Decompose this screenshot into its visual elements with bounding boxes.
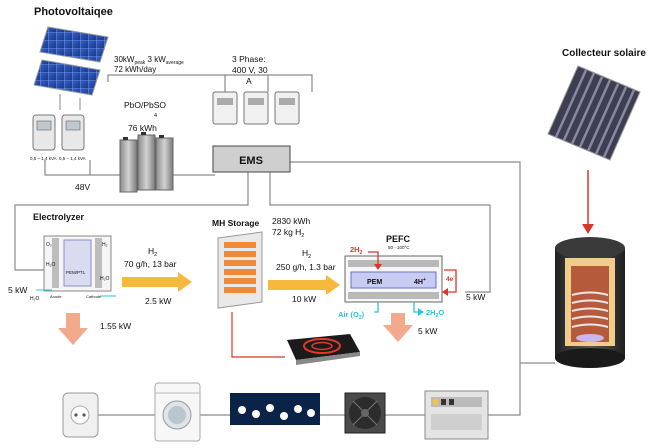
pv-power-note: 30kWpeak 3 kWaverage <box>114 55 184 66</box>
pefc-title: PEFC <box>386 234 411 244</box>
ems-box <box>212 145 291 173</box>
pefc-water-out: 2H2O <box>426 308 444 319</box>
battery-voltage: 48V <box>75 182 90 192</box>
electrolyzer-h2o-right: H₂O <box>100 276 110 282</box>
mh-mass: 72 kg H2 <box>272 227 304 239</box>
hot-water-tank <box>555 237 625 368</box>
light-bulbs <box>230 393 320 425</box>
h2-flow1-arrow <box>122 272 192 292</box>
mh-storage-tank <box>217 231 263 309</box>
pefc-output-power: 5 kW <box>466 292 485 302</box>
h2-flow2-arrow <box>268 275 340 295</box>
pefc-h2-in: 2H2 <box>350 245 363 256</box>
electrolyzer-input-power: 5 kW <box>8 285 27 295</box>
battery-label-sub: 4 <box>154 113 157 119</box>
h2-flow1-power: 2.5 kW <box>145 296 171 306</box>
mh-title: MH Storage <box>212 218 260 228</box>
washing-machine <box>154 382 201 442</box>
hot-plate <box>287 334 360 365</box>
pefc-air-in: Air (O2) <box>338 310 365 321</box>
solar-collector <box>547 65 641 161</box>
pefc-protons: 4H+ <box>414 277 426 286</box>
pv-daily-energy: 72 kWh/day <box>114 65 156 74</box>
pv-inverters: 0,5 – 1,4 kVA 0,5 – 1,4 kVA <box>30 114 86 161</box>
mh-energy: 2830 kWh <box>272 216 311 226</box>
battery-energy: 76 kWh <box>128 123 157 133</box>
pefc-stack: PEM 4H+ <box>344 255 443 303</box>
three-phase-line1: 3 Phase: <box>232 54 266 64</box>
inverter-label-1: 0,5 – 1,4 kVA <box>30 156 57 161</box>
pefc-pem: PEM <box>367 279 382 286</box>
electrolyzer-title: Electrolyzer <box>33 212 85 222</box>
power-socket <box>62 392 99 438</box>
battery-label: PbO/PbSO <box>124 100 166 110</box>
heat-line <box>231 312 285 358</box>
three-phase-inverters <box>212 91 300 125</box>
electrolyzer-anode: Anode <box>50 294 62 299</box>
h2-flow1-rate: 70 g/h, 13 bar <box>124 259 177 269</box>
pefc-electrons: 4e- <box>446 274 455 283</box>
h2-flow1-label: H2 <box>148 246 157 258</box>
h2-flow2-rate: 250 g/h, 1.3 bar <box>276 262 336 272</box>
solar-panels <box>33 26 109 110</box>
electrolyzer-membrane: PEM/PTL <box>66 270 86 275</box>
pefc-loss-arrow <box>383 313 413 342</box>
electrical-panel <box>424 390 489 440</box>
electrolyzer-h2o-in: H₂O <box>30 296 40 302</box>
electrolyzer-cell: PEM/PTL O₂ H₂ H₂O H₂O Anode Cathode H₂O <box>30 235 116 302</box>
electrolyzer-loss-arrow <box>58 313 88 345</box>
electrolyzer-loss: 1.55 kW <box>100 321 131 331</box>
electrolyzer-cathode: Cathode <box>86 294 102 299</box>
solar-collector-title: Collecteur solaire <box>562 48 646 59</box>
pv-title: Photovoltaiqee <box>34 6 113 18</box>
collector-to-tank-arrow <box>582 170 594 234</box>
battery-bank <box>119 132 174 193</box>
h2-flow2-label: H2 <box>302 248 311 260</box>
electrolyzer-o2: O₂ <box>46 242 52 248</box>
three-phase-line2: 400 V, 30 <box>232 65 268 75</box>
electrolyzer-h2o-left: H₂O <box>46 262 56 268</box>
h2-flow2-power: 10 kW <box>292 294 316 304</box>
electrolyzer-h2: H₂ <box>102 242 108 248</box>
pefc-loss: 5 kW <box>418 326 437 336</box>
ems-label: EMS <box>239 155 263 167</box>
inverter-label-2: 0,5 – 1,4 kVA <box>59 156 86 161</box>
three-phase-line3: A <box>246 76 252 86</box>
pefc-temp: 50 - 100°C <box>388 245 410 250</box>
fan <box>344 392 386 434</box>
